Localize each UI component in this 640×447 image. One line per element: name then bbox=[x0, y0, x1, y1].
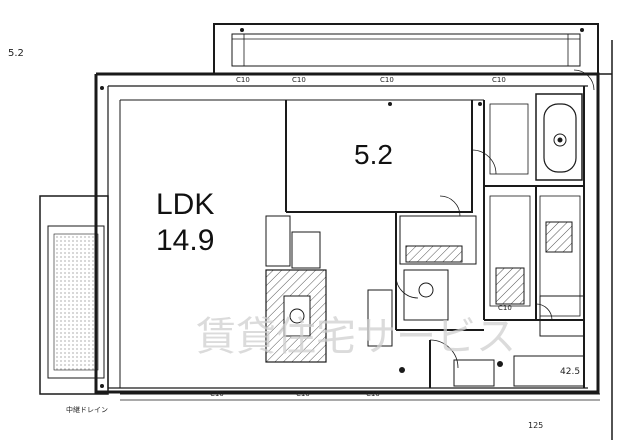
corner-note: 5.2 bbox=[8, 48, 24, 59]
code-label: C10 bbox=[210, 390, 224, 398]
code-labels: C10 C10 C10 C10 C10 C10 C10 C10 42.5 125… bbox=[66, 76, 580, 430]
ldk-size: 14.9 bbox=[156, 224, 214, 257]
watermark: 賃貸住宅サービス bbox=[196, 314, 516, 360]
dimension-markers bbox=[100, 28, 584, 388]
dimension-label: 42.5 bbox=[560, 367, 580, 377]
top-balcony bbox=[213, 23, 599, 75]
bathroom bbox=[489, 93, 583, 181]
code-label: C10 bbox=[498, 304, 512, 312]
left-balcony bbox=[39, 195, 109, 395]
bedroom-size: 5.2 bbox=[354, 139, 393, 170]
code-label: C10 bbox=[492, 76, 506, 84]
code-label: C10 bbox=[366, 390, 380, 398]
code-label: C10 bbox=[296, 390, 310, 398]
code-label: C10 bbox=[380, 76, 394, 84]
code-label: C10 bbox=[236, 76, 250, 84]
entrance bbox=[367, 289, 585, 387]
kitchen-counter bbox=[265, 215, 327, 363]
dimension-label: 125 bbox=[528, 421, 543, 430]
interior-walls bbox=[285, 86, 585, 388]
door-swings bbox=[395, 69, 595, 321]
washroom bbox=[399, 195, 581, 321]
code-label: C10 bbox=[292, 76, 306, 84]
outer-walls bbox=[94, 40, 613, 440]
drain-label: 中継ドレイン bbox=[66, 405, 108, 414]
ldk-label: LDK bbox=[156, 188, 214, 221]
